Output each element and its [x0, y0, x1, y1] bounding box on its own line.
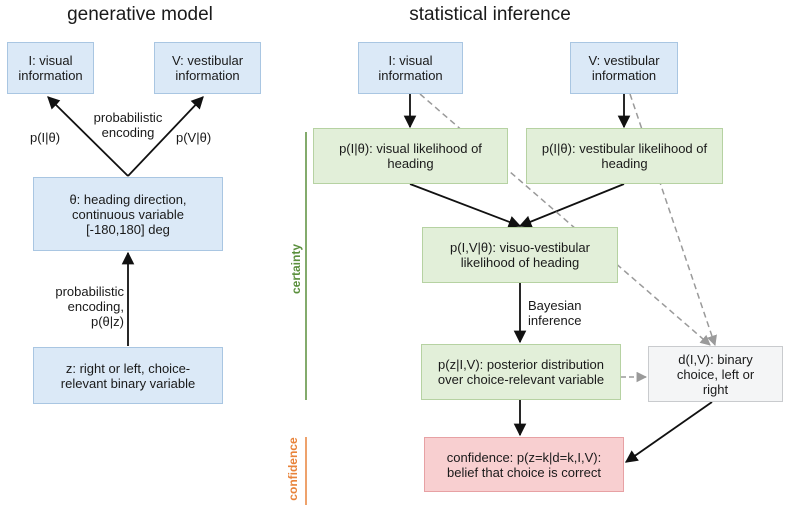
visual-likelihood-box: p(I|θ): visual likelihood of heading: [313, 128, 508, 184]
arrow-decision-to-confidence: [624, 401, 713, 463]
inf-vestibular-info-text: V: vestibular information: [588, 53, 660, 83]
z-box: z: right or left, choice-relevant binary…: [33, 347, 223, 404]
vestibular-likelihood-box: p(I|θ): vestibular likelihood of heading: [526, 128, 723, 184]
posterior-box: p(z|I,V): posterior distribution over ch…: [421, 344, 621, 400]
theta-box-text: θ: heading direction, continuous variabl…: [69, 191, 187, 237]
arrow-vestlik-to-joint: [518, 183, 625, 228]
inf-visual-info-text: I: visual information: [378, 53, 443, 83]
gen-vestibular-info-text: V: vestibular information: [171, 53, 244, 83]
confidence-box: confidence: p(z=k|d=k,I,V): belief that …: [424, 437, 624, 492]
confidence-label: confidence: [286, 437, 300, 501]
joint-likelihood-box: p(I,V|θ): visuo-vestibular likelihood of…: [422, 227, 618, 283]
gen-visual-info-text: I: visual information: [18, 53, 83, 83]
gen-vestibular-info-box: V: vestibular information: [154, 42, 261, 94]
encoding-z-label: probabilistic encoding, p(θ|z): [55, 284, 124, 329]
confidence-text: confidence: p(z=k|d=k,I,V): belief that …: [446, 449, 602, 480]
generative-model-title: generative model: [67, 4, 213, 25]
inf-visual-info-box: I: visual information: [358, 42, 463, 94]
decision-text: d(I,V): binary choice, left or right: [676, 351, 755, 397]
certainty-label: certainty: [289, 243, 303, 295]
z-box-text: z: right or left, choice-relevant binary…: [60, 360, 196, 391]
gen-visual-info-box: I: visual information: [7, 42, 94, 94]
visual-likelihood-text: p(I|θ): visual likelihood of heading: [339, 141, 482, 171]
gen-p-visual-label: p(I|θ): [30, 130, 61, 145]
arrow-theta-to-vestibular: [127, 96, 204, 177]
vestibular-likelihood-text: p(I|θ): vestibular likelihood of heading: [541, 141, 708, 171]
inf-vestibular-info-box: V: vestibular information: [570, 42, 678, 94]
theta-box: θ: heading direction, continuous variabl…: [33, 177, 223, 251]
posterior-text: p(z|I,V): posterior distribution over ch…: [437, 357, 605, 387]
decision-box: d(I,V): binary choice, left or right: [648, 346, 783, 402]
arrow-theta-to-visual: [47, 96, 129, 177]
gen-encoding-label: probabilistic encoding: [93, 110, 163, 140]
joint-likelihood-text: p(I,V|θ): visuo-vestibular likelihood of…: [450, 240, 590, 270]
arrow-vislik-to-joint: [409, 183, 522, 228]
statistical-inference-title: statistical inference: [409, 4, 571, 25]
gen-p-vestibular-label: p(V|θ): [176, 130, 212, 145]
bayes-label: Bayesian inference: [528, 298, 582, 328]
